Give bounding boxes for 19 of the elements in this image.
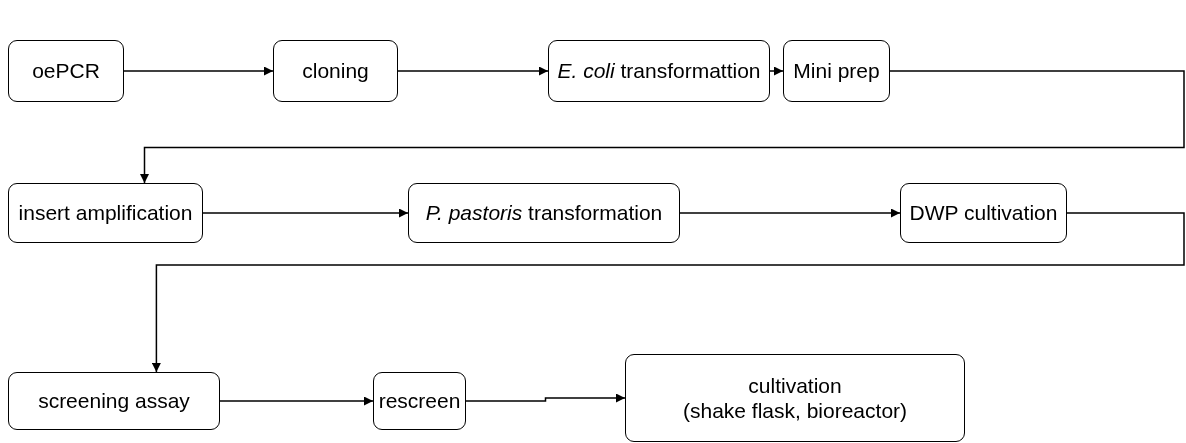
arrow [769,66,784,76]
process-box: P. pastoris transformation [408,183,680,243]
arrow [219,396,374,406]
process-box: Mini prep [783,40,890,102]
process-box: rescreen [373,372,466,430]
process-box: E. coli transformattion [548,40,770,102]
arrow [202,208,409,218]
arrow [140,70,1185,184]
process-box: cloning [273,40,398,102]
arrow [151,212,1185,373]
arrow [465,393,626,403]
arrow [679,208,901,218]
arrow [123,66,274,76]
process-box: DWP cultivation [900,183,1067,243]
process-box: oePCR [8,40,124,102]
process-box: screening assay [8,372,220,430]
arrow [397,66,549,76]
process-box: insert amplification [8,183,203,243]
process-box: cultivation (shake flask, bioreactor) [625,354,965,442]
